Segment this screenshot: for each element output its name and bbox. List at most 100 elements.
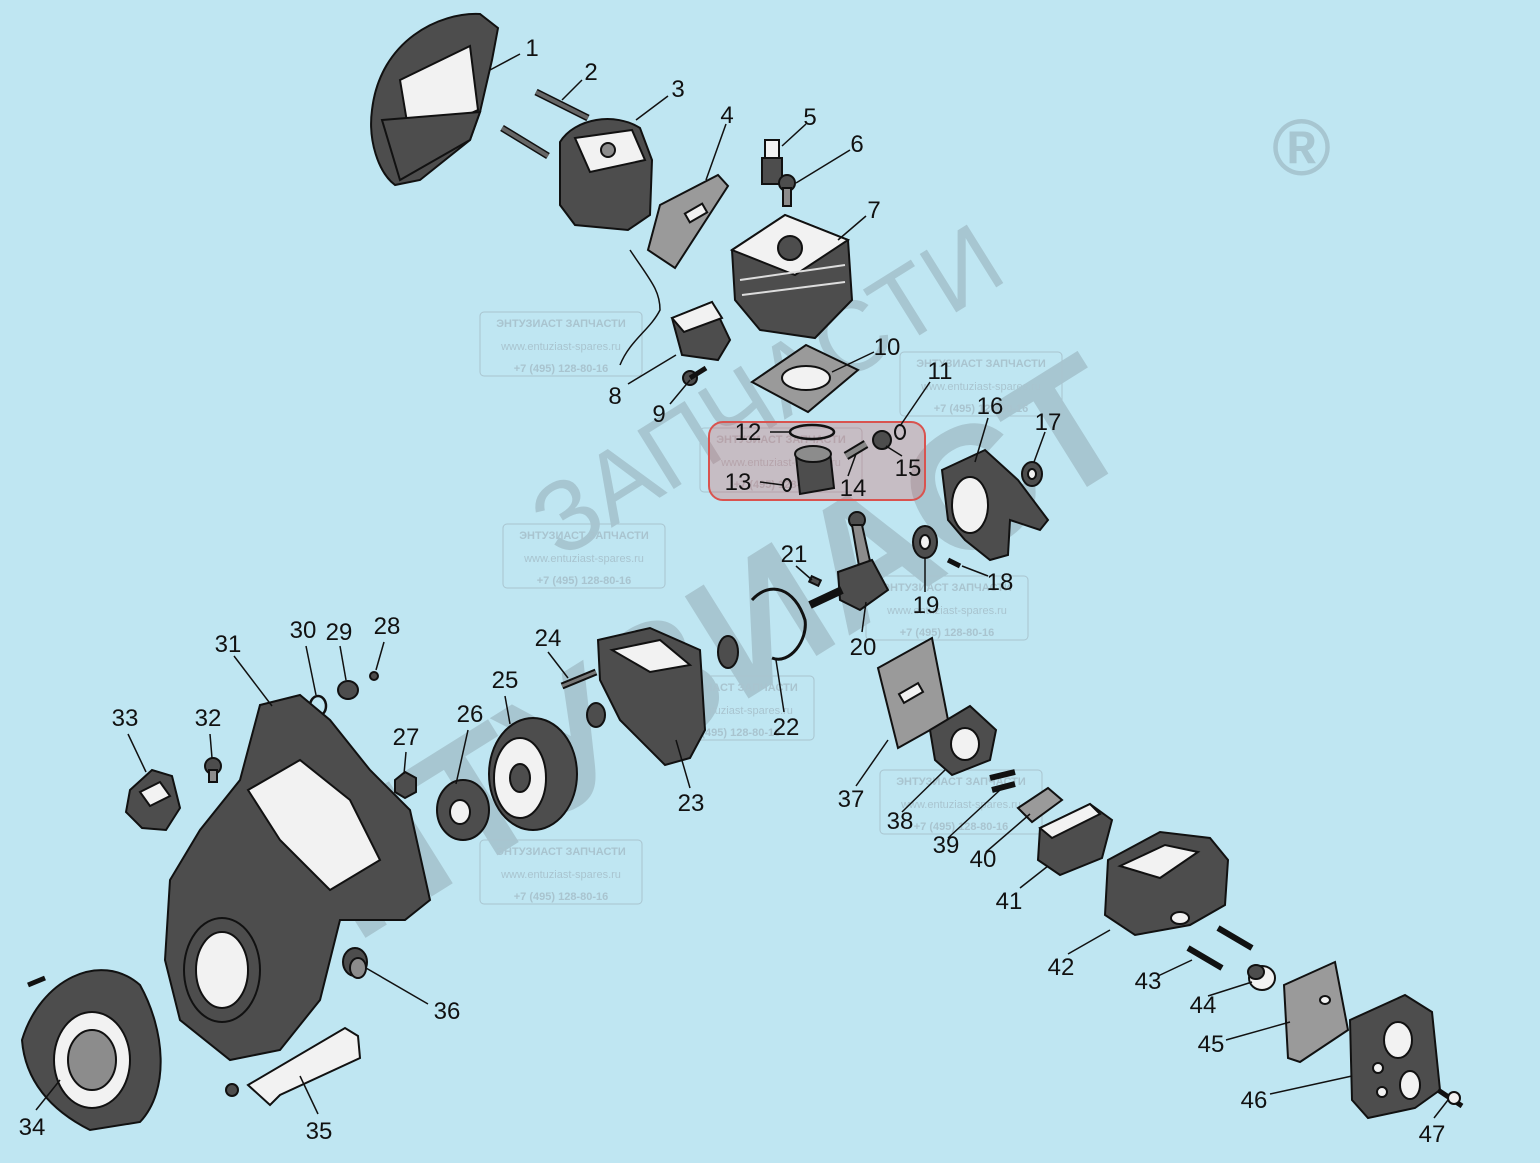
- part-label-4[interactable]: 4: [720, 102, 733, 129]
- part-label-29[interactable]: 29: [326, 619, 353, 646]
- part-29-shape[interactable]: [337, 680, 359, 700]
- part-25-shape[interactable]: [488, 717, 578, 831]
- stamp-phone: +7 (495) 128-80-16: [514, 891, 608, 903]
- part-label-8[interactable]: 8: [608, 383, 621, 410]
- part-label-26[interactable]: 26: [457, 701, 484, 728]
- part-label-3[interactable]: 3: [671, 76, 684, 103]
- contact-stamp: ЭНТУЗИАСТ ЗАПЧАСТИ www.entuziast-spares.…: [479, 311, 643, 377]
- part-label-10[interactable]: 10: [874, 334, 901, 361]
- part-label-45[interactable]: 45: [1198, 1031, 1225, 1058]
- part-18-shape[interactable]: [946, 557, 962, 569]
- part-label-44[interactable]: 44: [1190, 992, 1217, 1019]
- part-label-40[interactable]: 40: [970, 846, 997, 873]
- part-labels: 1 2 3 4 5 6 7 8 9 10 11 12 13 14 15 16 1…: [19, 35, 1446, 1148]
- part-33-shape[interactable]: [124, 768, 182, 832]
- part-15-shape[interactable]: [872, 430, 892, 450]
- part-31-shape[interactable]: [163, 693, 432, 1062]
- part-label-39[interactable]: 39: [933, 832, 960, 859]
- part-47-shape[interactable]: [1436, 1087, 1464, 1109]
- part-43-shape[interactable]: [1186, 925, 1254, 971]
- part-42-shape[interactable]: [1103, 830, 1230, 937]
- part-28-shape[interactable]: [369, 671, 379, 681]
- part-label-47[interactable]: 47: [1419, 1121, 1446, 1148]
- part-label-27[interactable]: 27: [393, 724, 420, 751]
- part-label-36[interactable]: 36: [434, 998, 461, 1025]
- part-label-22[interactable]: 22: [773, 714, 800, 741]
- part-46-shape[interactable]: [1348, 993, 1442, 1120]
- part-7-shape[interactable]: [729, 213, 854, 340]
- part-14-shape[interactable]: [843, 440, 869, 460]
- part-5-shape[interactable]: [761, 139, 783, 185]
- part-label-28[interactable]: 28: [374, 613, 401, 640]
- part-label-5[interactable]: 5: [803, 104, 816, 131]
- part-label-14[interactable]: 14: [840, 475, 867, 502]
- part-3-shape[interactable]: [559, 118, 654, 232]
- part-9-shape[interactable]: [682, 365, 708, 386]
- part-6-shape[interactable]: [778, 174, 796, 207]
- part-label-16[interactable]: 16: [977, 393, 1004, 420]
- part-label-43[interactable]: 43: [1135, 968, 1162, 995]
- part-32-shape[interactable]: [204, 757, 222, 783]
- part-label-25[interactable]: 25: [492, 667, 519, 694]
- part-label-1[interactable]: 1: [525, 35, 538, 62]
- part-label-20[interactable]: 20: [850, 634, 877, 661]
- part-26-shape[interactable]: [436, 779, 490, 841]
- part-label-21[interactable]: 21: [781, 541, 808, 568]
- part-label-30[interactable]: 30: [290, 617, 317, 644]
- part-4-shape[interactable]: [646, 173, 730, 270]
- part-label-42[interactable]: 42: [1048, 954, 1075, 981]
- part-23-shape[interactable]: [586, 626, 739, 767]
- part-label-7[interactable]: 7: [867, 197, 880, 224]
- part-label-31[interactable]: 31: [215, 631, 242, 658]
- stamp-site: www.entuziast-spares.ru: [900, 799, 1021, 811]
- leader-lines: [35, 53, 1449, 1119]
- watermark-registered-mark: ®: [1272, 103, 1331, 192]
- part-17-shape[interactable]: [1021, 461, 1043, 487]
- part-label-34[interactable]: 34: [19, 1114, 46, 1141]
- part-1-shape[interactable]: [370, 12, 500, 187]
- part-label-9[interactable]: 9: [652, 401, 665, 428]
- part-8-shape[interactable]: [619, 249, 732, 366]
- part-10-shape[interactable]: [750, 343, 860, 414]
- part-label-2[interactable]: 2: [584, 59, 597, 86]
- part-label-6[interactable]: 6: [850, 131, 863, 158]
- part-label-19[interactable]: 19: [913, 592, 940, 619]
- part-20-shape[interactable]: [808, 511, 890, 612]
- part-22-shape[interactable]: [750, 587, 807, 661]
- part-41-shape[interactable]: [1036, 802, 1114, 877]
- part-44-shape[interactable]: [1247, 964, 1276, 991]
- part-label-18[interactable]: 18: [987, 569, 1014, 596]
- part-35-shape[interactable]: [225, 1026, 362, 1107]
- part-39-shape[interactable]: [989, 769, 1016, 793]
- stamp-title: ЭНТУЗИАСТ ЗАПЧАСТИ: [882, 582, 1012, 594]
- part-label-17[interactable]: 17: [1035, 409, 1062, 436]
- part-label-15[interactable]: 15: [895, 455, 922, 482]
- part-40-shape[interactable]: [1016, 786, 1064, 824]
- part-36-shape[interactable]: [342, 947, 368, 979]
- part-label-12[interactable]: 12: [735, 419, 762, 446]
- part-24-shape[interactable]: [560, 668, 598, 690]
- part-label-41[interactable]: 41: [996, 888, 1023, 915]
- part-label-46[interactable]: 46: [1241, 1087, 1268, 1114]
- part-19-shape[interactable]: [912, 525, 938, 559]
- stamp-phone: +7 (495) 128-80-16: [900, 627, 994, 639]
- stamp-title: ЭНТУЗИАСТ ЗАПЧАСТИ: [519, 530, 649, 542]
- part-label-13[interactable]: 13: [725, 469, 752, 496]
- part-label-23[interactable]: 23: [678, 790, 705, 817]
- part-label-35[interactable]: 35: [306, 1118, 333, 1145]
- part-label-37[interactable]: 37: [838, 786, 865, 813]
- stamp-title: ЭНТУЗИАСТ ЗАПЧАСТИ: [496, 318, 626, 330]
- part-27-shape[interactable]: [394, 770, 417, 800]
- part-34-shape[interactable]: [20, 969, 162, 1132]
- part-38-shape[interactable]: [928, 704, 998, 777]
- part-2-shape[interactable]: [500, 88, 590, 159]
- part-label-38[interactable]: 38: [887, 808, 914, 835]
- part-label-11[interactable]: 11: [928, 358, 953, 385]
- part-label-32[interactable]: 32: [195, 705, 222, 732]
- piston-shape[interactable]: [794, 445, 836, 496]
- part-label-24[interactable]: 24: [535, 625, 562, 652]
- part-45-shape[interactable]: [1282, 960, 1350, 1064]
- part-label-33[interactable]: 33: [112, 705, 139, 732]
- part-16-shape[interactable]: [940, 448, 1050, 562]
